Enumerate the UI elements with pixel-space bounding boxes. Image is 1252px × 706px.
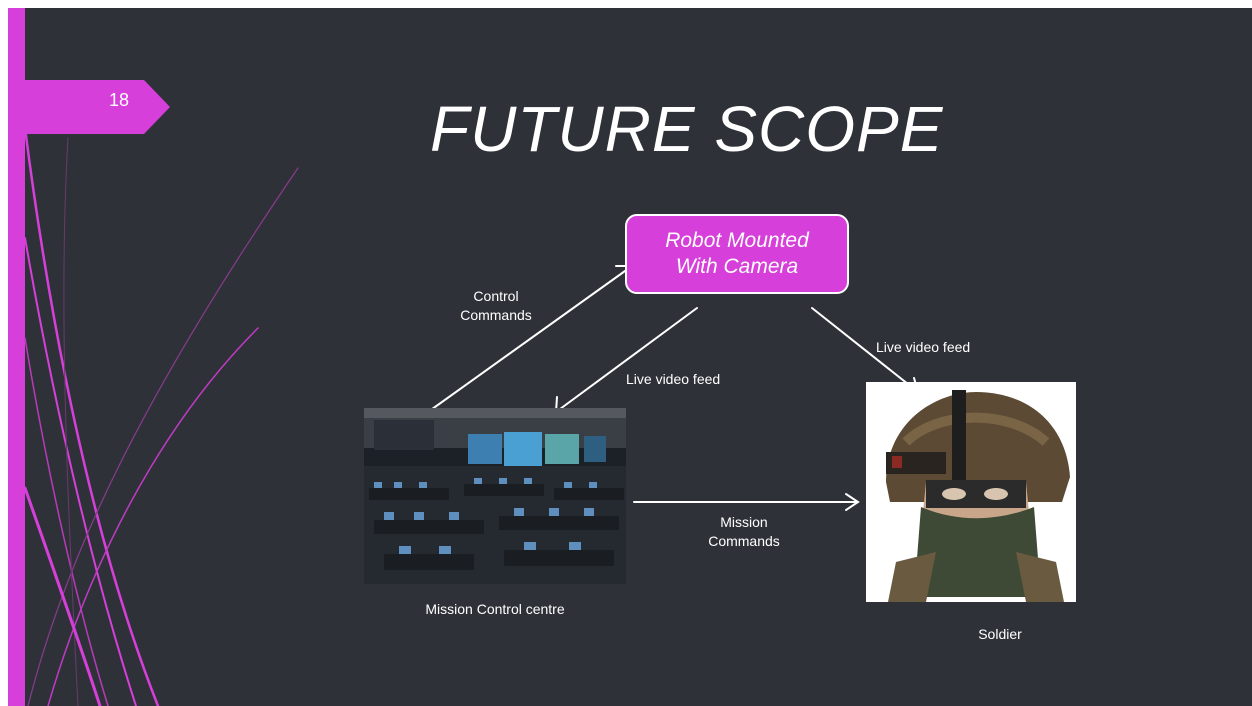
arrow-live-video-to-mission: [555, 307, 698, 413]
slide-number: 18: [108, 90, 130, 110]
label-mission-commands: Mission Commands: [708, 514, 780, 549]
robot-box: Robot Mounted With Camera: [625, 214, 849, 294]
decorative-curves: [23, 126, 299, 706]
label-live-video-feed-left: Live video feed: [626, 371, 721, 387]
label-mission-control-centre: Mission Control centre: [425, 601, 565, 617]
arrow-control-commands: [427, 265, 633, 413]
slide-number-tab: [8, 80, 170, 134]
label-soldier: Soldier: [978, 626, 1022, 642]
slide: [8, 8, 1252, 706]
label-control-commands: Control Commands: [460, 288, 532, 323]
label-live-video-feed-right: Live video feed: [876, 339, 971, 355]
soldier-image: [866, 382, 1076, 602]
slide-title: FUTURE SCOPE: [430, 93, 944, 165]
mission-control-image: [364, 408, 626, 584]
accent-bar: [8, 8, 25, 706]
arrow-live-video-to-soldier: [811, 307, 919, 393]
robot-box-label: Robot Mounted With Camera: [665, 229, 809, 278]
